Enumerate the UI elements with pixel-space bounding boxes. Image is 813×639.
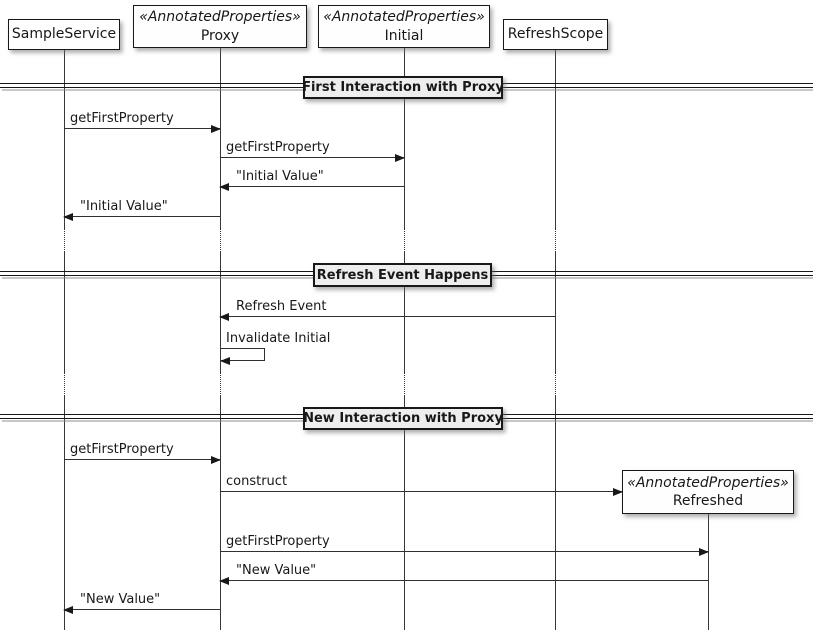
lifeline-refreshscope-delay: [555, 229, 556, 252]
lifeline-sampleservice: [64, 50, 65, 229]
message-initial-value-return-2: "Initial Value": [63, 199, 220, 221]
message-line: [64, 128, 220, 129]
message-line: [220, 186, 404, 187]
message-label: getFirstProperty: [226, 140, 330, 155]
lifeline-sampleservice: [64, 396, 65, 630]
message-label: construct: [226, 474, 288, 489]
arrowhead-left-icon: [63, 606, 73, 614]
message-initial-value-return-1: "Initial Value": [219, 169, 404, 191]
lifeline-refreshscope: [555, 396, 556, 630]
message-line: [220, 316, 555, 317]
lifeline-initial: [404, 396, 405, 630]
participant-name: Refreshed: [672, 493, 744, 509]
arrowhead-right-icon: [211, 456, 221, 464]
arrowhead-right-icon: [211, 125, 221, 133]
message-getfirstproperty-1: getFirstProperty: [64, 111, 221, 133]
message-label: getFirstProperty: [70, 111, 174, 126]
lifeline-proxy: [220, 396, 221, 630]
lifeline-proxy: [220, 48, 221, 229]
lifeline-initial: [404, 252, 405, 373]
message-label: getFirstProperty: [70, 442, 174, 457]
message-line: [220, 491, 622, 492]
lifeline-initial-delay: [404, 229, 405, 252]
participant-stereotype: «AnnotatedProperties»: [139, 9, 301, 26]
message-line: [220, 157, 404, 158]
participant-name: Proxy: [200, 27, 240, 44]
lifeline-refreshscope: [555, 252, 556, 373]
message-line: [64, 609, 220, 610]
message-label: "New Value": [80, 592, 161, 607]
message-invalidate-initial-self: [220, 348, 265, 365]
divider-label: New Interaction with Proxy: [303, 411, 503, 426]
divider-new-interaction: New Interaction with Proxy: [303, 407, 503, 430]
message-construct: construct: [220, 474, 623, 496]
message-line: [220, 580, 708, 581]
message-line: [64, 459, 220, 460]
participant-name: SampleService: [11, 26, 117, 43]
participant-refreshscope: RefreshScope: [503, 19, 608, 50]
lifeline-sampleservice-delay: [64, 229, 65, 252]
message-getfirstproperty-2: getFirstProperty: [220, 140, 405, 162]
message-line: [64, 216, 220, 217]
arrowhead-left-icon: [63, 213, 73, 221]
participant-stereotype: «AnnotatedProperties»: [323, 9, 485, 26]
participant-initial: «AnnotatedProperties» Initial: [318, 5, 490, 48]
lifeline-refreshscope-delay: [555, 373, 556, 396]
participant-refreshed: «AnnotatedProperties» Refreshed: [622, 470, 794, 514]
arrowhead-left-icon: [219, 183, 229, 191]
message-label: "Initial Value": [80, 199, 168, 214]
arrowhead-right-icon: [699, 548, 709, 556]
message-refresh-event: Refresh Event: [219, 299, 555, 321]
lifeline-sampleservice-delay: [64, 373, 65, 396]
lifeline-refreshed: [708, 514, 709, 630]
arrowhead-left-icon: [219, 313, 229, 321]
participant-sampleservice: SampleService: [8, 19, 120, 50]
divider-label: First Interaction with Proxy: [302, 80, 504, 95]
lifeline-sampleservice: [64, 252, 65, 373]
divider-refresh-event: Refresh Event Happens: [313, 263, 492, 287]
message-label: Refresh Event: [236, 299, 327, 314]
participant-stereotype: «AnnotatedProperties»: [627, 474, 789, 491]
lifeline-initial: [404, 48, 405, 229]
divider-label: Refresh Event Happens: [316, 267, 489, 283]
participant-proxy: «AnnotatedProperties» Proxy: [133, 5, 307, 48]
message-getfirstproperty-3: getFirstProperty: [64, 442, 221, 464]
lifeline-proxy-delay: [220, 229, 221, 252]
arrowhead-right-icon: [395, 154, 405, 162]
lifeline-refreshscope: [555, 50, 556, 229]
divider-first-interaction: First Interaction with Proxy: [302, 76, 504, 99]
lifeline-proxy: [220, 252, 221, 373]
message-line: [220, 551, 708, 552]
message-new-value-return-1: "New Value": [219, 563, 708, 585]
participant-name: RefreshScope: [507, 26, 604, 43]
message-label: "Initial Value": [236, 169, 324, 184]
lifeline-proxy-delay: [220, 373, 221, 396]
message-label: getFirstProperty: [226, 534, 330, 549]
message-getfirstproperty-4: getFirstProperty: [220, 534, 709, 556]
message-label: "New Value": [236, 563, 317, 578]
participant-name: Initial: [384, 27, 424, 44]
arrowhead-right-icon: [613, 488, 623, 496]
arrowhead-left-icon: [219, 577, 229, 585]
message-new-value-return-2: "New Value": [63, 592, 220, 614]
arrowhead-left-icon: [220, 357, 230, 365]
message-label: Invalidate Initial: [226, 331, 331, 346]
lifeline-initial-delay: [404, 373, 405, 396]
